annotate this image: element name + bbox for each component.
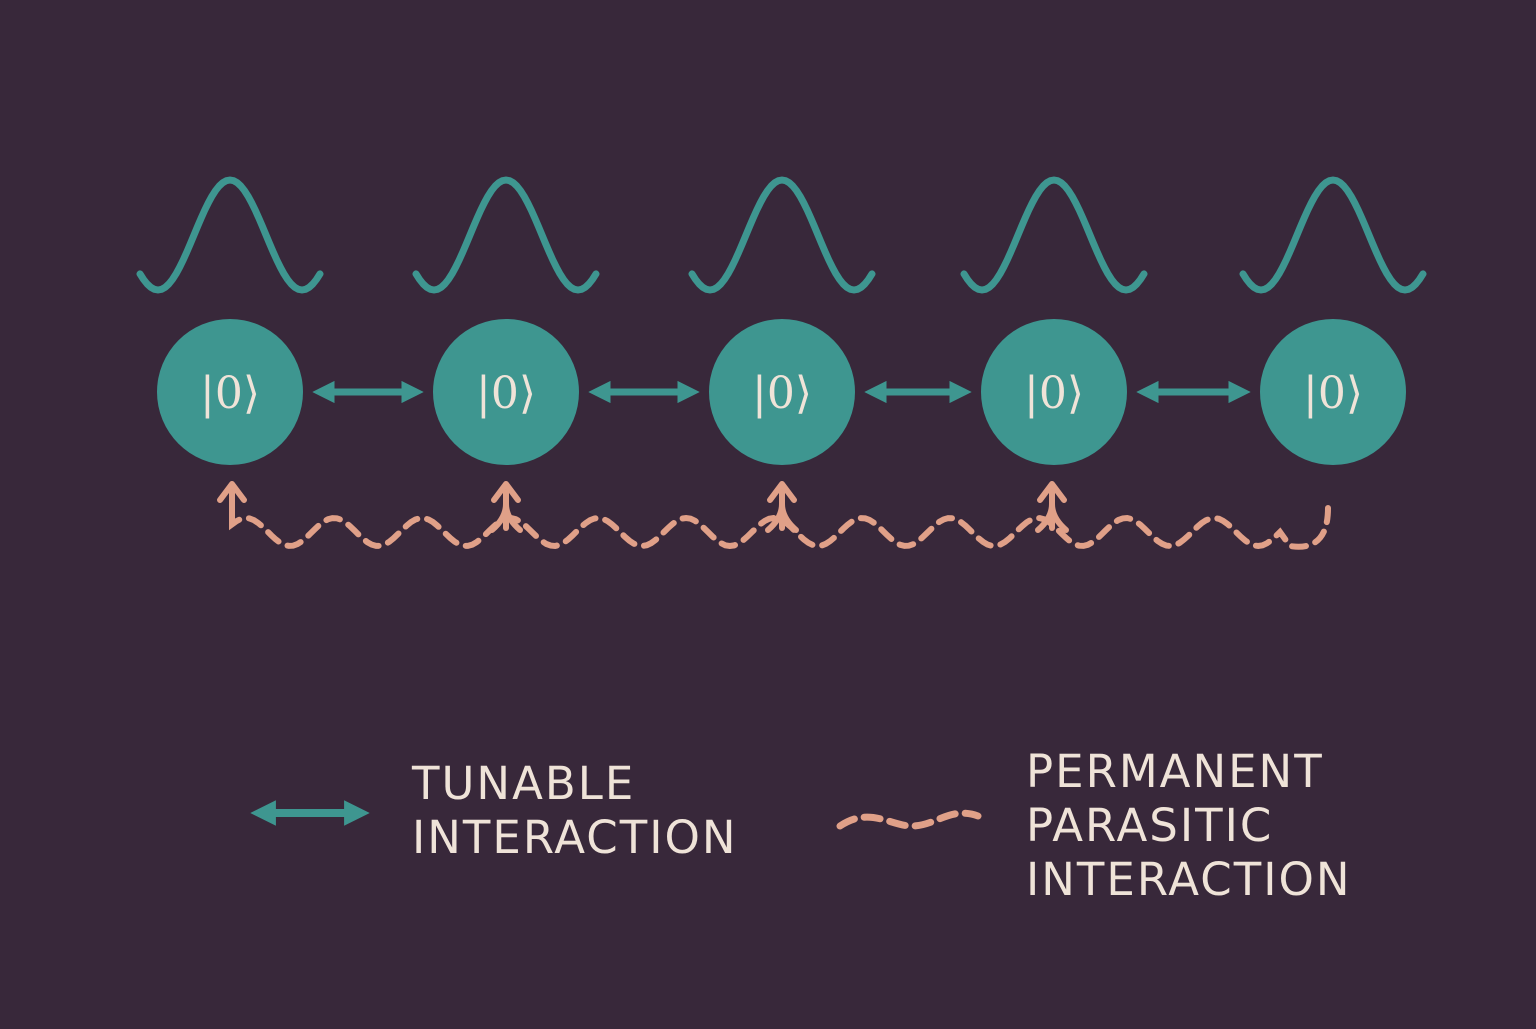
qubit-group: |0⟩ |0⟩ |0⟩ |0⟩ |0⟩ xyxy=(157,319,1406,465)
parasitic-interaction-group xyxy=(217,481,1331,550)
legend-tunable-label: TUNABLE INTERACTION xyxy=(412,757,738,865)
legend-parasitic-icon xyxy=(836,809,982,830)
parasitic-wave-line xyxy=(228,489,1331,550)
parasitic-arrow-4 xyxy=(1035,481,1069,533)
dashed-wave-icon xyxy=(836,809,982,830)
parasitic-arrow-2 xyxy=(489,481,523,533)
qubit-circle-5 xyxy=(1260,319,1406,465)
wavefunction-3 xyxy=(688,176,876,294)
qubit-1: |0⟩ xyxy=(157,319,303,465)
qubit-circle-2 xyxy=(433,319,579,465)
legend-parasitic-label: PERMANENT PARASITIC INTERACTION xyxy=(1026,745,1352,907)
legend-parasitic-line-1: PERMANENT xyxy=(1026,745,1324,798)
legend-parasitic-line-3: INTERACTION xyxy=(1026,853,1352,906)
qubit-state-label-1: |0⟩ xyxy=(200,368,260,419)
wavefunction-1 xyxy=(136,176,324,294)
legend-tunable-line-1: TUNABLE xyxy=(412,757,636,810)
wavefunction-5 xyxy=(1239,176,1427,294)
qubit-3: |0⟩ xyxy=(709,319,855,465)
wavefunction-4 xyxy=(960,176,1148,294)
qubit-state-label-4: |0⟩ xyxy=(1024,368,1084,419)
qubit-state-label-3: |0⟩ xyxy=(752,368,812,419)
qubit-4: |0⟩ xyxy=(981,319,1127,465)
qubit-circle-4 xyxy=(981,319,1127,465)
qubit-state-label-2: |0⟩ xyxy=(476,368,536,419)
parasitic-arrow-1 xyxy=(217,481,247,523)
qubit-circle-1 xyxy=(157,319,303,465)
qubit-circle-3 xyxy=(709,319,855,465)
wavefunction-2 xyxy=(412,176,600,294)
parasitic-arrow-3 xyxy=(765,481,799,533)
legend-tunable-line-2: INTERACTION xyxy=(412,811,738,864)
wavefunction-group xyxy=(136,176,1427,294)
qubit-2: |0⟩ xyxy=(433,319,579,465)
qubit-5: |0⟩ xyxy=(1260,319,1406,465)
legend-parasitic-line-2: PARASITIC xyxy=(1026,799,1274,852)
qubit-state-label-5: |0⟩ xyxy=(1303,368,1363,419)
